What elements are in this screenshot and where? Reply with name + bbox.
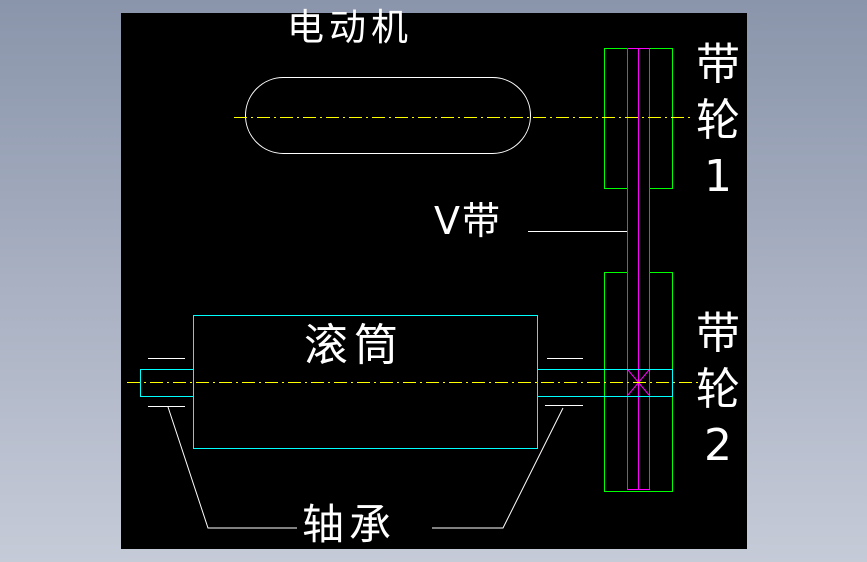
motor-outline[interactable] xyxy=(245,77,531,154)
v-belt-center-line[interactable] xyxy=(638,48,639,490)
leader-lines-layer xyxy=(167,369,650,529)
bearing-mark-right-bottom[interactable] xyxy=(545,405,583,406)
pulley-1-label-char-1: 带 xyxy=(696,39,740,90)
roller-label[interactable]: 滚筒 xyxy=(304,320,404,371)
bearing-mark-left-bottom[interactable] xyxy=(148,406,185,407)
pulley-2-label-char-2: 轮 xyxy=(696,364,740,415)
v-belt-leader-line[interactable] xyxy=(528,231,627,232)
shaft-right-outline[interactable] xyxy=(537,369,673,397)
bearing-mark-right-top[interactable] xyxy=(547,358,583,359)
centerline-roller-axis[interactable] xyxy=(127,382,698,383)
bearing-label[interactable]: 轴承 xyxy=(302,500,397,549)
motor-label[interactable]: 电动机 xyxy=(287,6,413,49)
v-belt-label[interactable]: V带 xyxy=(434,199,502,243)
cad-drawing-canvas[interactable]: 电动机 V带 滚筒 轴承 带 轮 1 带 轮 2 xyxy=(121,9,747,549)
bearing-mark-left-top[interactable] xyxy=(148,358,185,359)
pulley-2-label-char-3: 2 xyxy=(704,420,732,471)
bearing-leader-left[interactable] xyxy=(167,406,297,529)
pulley-1-label-char-3: 1 xyxy=(704,151,732,202)
shaft-left-outline[interactable] xyxy=(140,369,194,397)
bearing-leader-right[interactable] xyxy=(432,407,564,529)
pulley-2-label-char-1: 带 xyxy=(696,308,740,359)
pulley-1-label[interactable]: 带 轮 1 xyxy=(694,37,742,205)
pulley-1-label-char-2: 轮 xyxy=(696,95,740,146)
centerline-motor-axis[interactable] xyxy=(234,117,692,118)
pulley-2-label[interactable]: 带 轮 2 xyxy=(694,306,742,474)
